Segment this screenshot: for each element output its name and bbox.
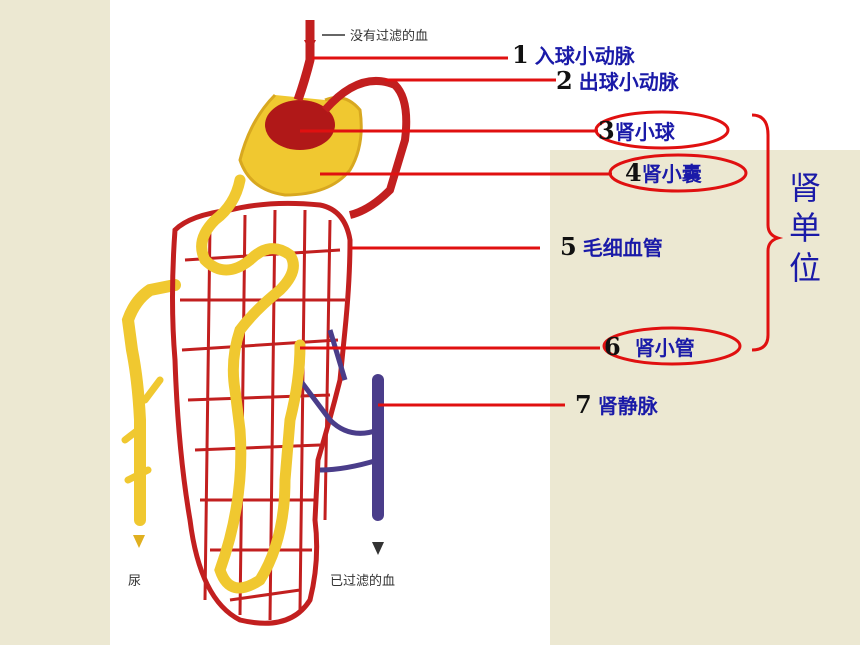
label-5-text: 毛细血管 [582, 236, 663, 260]
afferent-arteriole [293, 20, 315, 102]
arrow-down-icon-left [133, 535, 145, 548]
background-right [550, 150, 860, 645]
label-6: 6 肾小管 [604, 332, 695, 361]
glomerulus [265, 100, 335, 150]
collecting-duct [121, 279, 181, 526]
label-4-text: 肾小囊 [641, 162, 702, 186]
label-4: 4肾小囊 [625, 158, 702, 187]
nephron-unit-label: 肾 单 位 [785, 168, 825, 288]
label-6-text: 肾小管 [634, 336, 695, 360]
highlight-ellipse-3 [594, 110, 730, 150]
background-top-right [550, 0, 860, 150]
capillary-mesh [180, 209, 345, 621]
nephron-bracket [751, 113, 784, 352]
unit-char-2: 单 [788, 209, 821, 247]
label-2-text: 出球小动脉 [578, 70, 679, 94]
label-7-text: 肾静脉 [597, 394, 658, 418]
arrow-down-icon-right [372, 542, 384, 555]
top-note: 没有过滤的血 [350, 29, 429, 44]
unit-char-3: 位 [788, 249, 821, 287]
background-left [0, 0, 110, 645]
label-2-number: 2 [556, 66, 573, 95]
label-3-number: 3 [598, 116, 615, 145]
bottom-right-note: 已过滤的血 [330, 574, 396, 589]
label-5-number: 5 [560, 232, 577, 261]
label-3-text: 肾小球 [614, 120, 675, 144]
label-1-number: 1 [512, 40, 529, 69]
arrow-down-icon [304, 40, 316, 52]
bottom-left-note: 尿 [128, 574, 142, 589]
unit-char-1: 肾 [788, 169, 821, 207]
label-4-number: 4 [625, 158, 642, 187]
renal-tubule [196, 174, 306, 594]
label-1-text: 入球小动脉 [534, 44, 635, 68]
vein-branches [298, 329, 379, 473]
efferent-arteriole [321, 76, 411, 219]
label-6-number: 6 [604, 332, 621, 361]
label-3: 3肾小球 [598, 116, 675, 145]
label-7-number: 7 [575, 390, 592, 419]
highlight-ellipse-4 [608, 153, 748, 193]
highlight-ellipse-6 [602, 326, 742, 366]
collecting-duct-branch [121, 376, 164, 484]
capillary-network [170, 200, 353, 626]
